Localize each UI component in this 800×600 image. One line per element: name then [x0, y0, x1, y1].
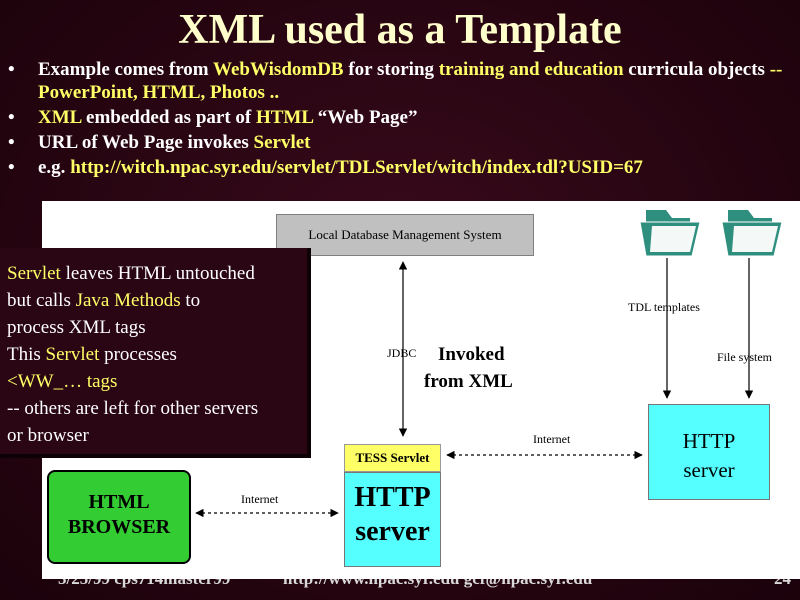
highlighted-text: training and education [438, 59, 624, 80]
callout-line: or browser [7, 422, 299, 449]
html-browser-box: HTML BROWSER [47, 470, 191, 564]
callout-text: but calls [7, 290, 76, 311]
bullet-text: URL of Web Page invokes Servlet [38, 132, 311, 153]
highlighted-text: Servlet [45, 344, 100, 365]
browser-line1: HTML [88, 491, 150, 513]
folder-icon [721, 210, 783, 257]
database-management-box: Local Database Management System [276, 214, 534, 256]
callout-text: process XML tags [7, 317, 146, 338]
bullet-text: Example comes from WebWisdomDB for stori… [38, 59, 782, 103]
highlighted-text: Servlet [253, 132, 311, 153]
http-server-main-line1: HTTP [354, 482, 431, 513]
bullet-text-segment: “Web Page” [313, 107, 418, 128]
folder-icon [639, 210, 701, 257]
callout-text: -- others are left for other servers [7, 398, 259, 419]
callout-line: This Servlet processes [7, 341, 299, 368]
bullet-item: • URL of Web Page invokes Servlet [8, 131, 788, 154]
http-server-main-line2: server [355, 516, 430, 547]
bullet-text-segment: embedded as part of [81, 107, 256, 128]
callout-text: or browser [7, 425, 89, 446]
callout-line: Servlet leaves HTML untouched [7, 260, 299, 287]
callout-text: leaves HTML untouched [60, 263, 255, 284]
http-server-remote-line1: HTTP [682, 429, 736, 453]
bullet-dot-icon: • [8, 132, 15, 153]
slide-title: XML used as a Template [178, 7, 622, 53]
highlighted-text: Java Methods [75, 290, 181, 311]
internet-label-left: Internet [241, 492, 279, 506]
file-system-label: File system [717, 350, 773, 364]
bullet-item: • XML embedded as part of HTML “Web Page” [8, 106, 788, 129]
highlighted-text: HTML [255, 107, 313, 128]
bullet-text: XML embedded as part of HTML “Web Page” [38, 107, 418, 128]
highlighted-text: XML [38, 107, 82, 128]
bullet-dot-icon: • [8, 157, 15, 178]
bullet-text-segment: URL of Web Page invokes [38, 132, 254, 153]
internet-label-right: Internet [533, 432, 571, 446]
bullet-list: • Example comes from WebWisdomDB for stor… [8, 58, 788, 181]
invoked-label-line2: from XML [424, 371, 513, 392]
bullet-dot-icon: • [8, 59, 15, 80]
callout-text: processes [99, 344, 177, 365]
bullet-text-segment: e.g. [38, 157, 71, 178]
http-server-remote-line2: server [683, 458, 735, 482]
callout-line: <WW_… tags [7, 368, 299, 395]
invoked-label-line1: Invoked [438, 344, 505, 365]
http-server-main: HTTP server [344, 472, 441, 567]
highlighted-text: <WW_… tags [7, 371, 118, 392]
callout-text: This [7, 344, 46, 365]
http-server-remote: HTTP server [648, 404, 770, 500]
callout-text: to [180, 290, 201, 311]
bullet-text: e.g. http://witch.npac.syr.edu/servlet/T… [38, 157, 643, 178]
callout-line: -- others are left for other servers [7, 395, 299, 422]
bullet-text-segment: curricula objects [623, 59, 770, 80]
jdbc-label: JDBC [387, 346, 417, 360]
bullet-item: • e.g. http://witch.npac.syr.edu/servlet/… [8, 156, 788, 179]
highlighted-text: http://witch.npac.syr.edu/servlet/TDLSer… [70, 157, 643, 178]
bullet-item: • Example comes from WebWisdomDB for stor… [8, 58, 788, 104]
tess-servlet-box: TESS Servlet [344, 444, 441, 472]
browser-line2: BROWSER [67, 516, 171, 538]
highlighted-text: -- PowerPoint, HTML, Photos .. [38, 59, 783, 103]
highlighted-text: WebWisdomDB [213, 59, 344, 80]
bullet-text-segment: for storing [343, 59, 439, 80]
bullet-dot-icon: • [8, 107, 15, 128]
highlighted-text: Servlet [7, 263, 61, 284]
callout-line: process XML tags [7, 314, 299, 341]
tdl-templates-label: TDL templates [628, 300, 700, 314]
callout-line: but calls Java Methods to [7, 287, 299, 314]
bullet-text-segment: Example comes from [38, 59, 214, 80]
